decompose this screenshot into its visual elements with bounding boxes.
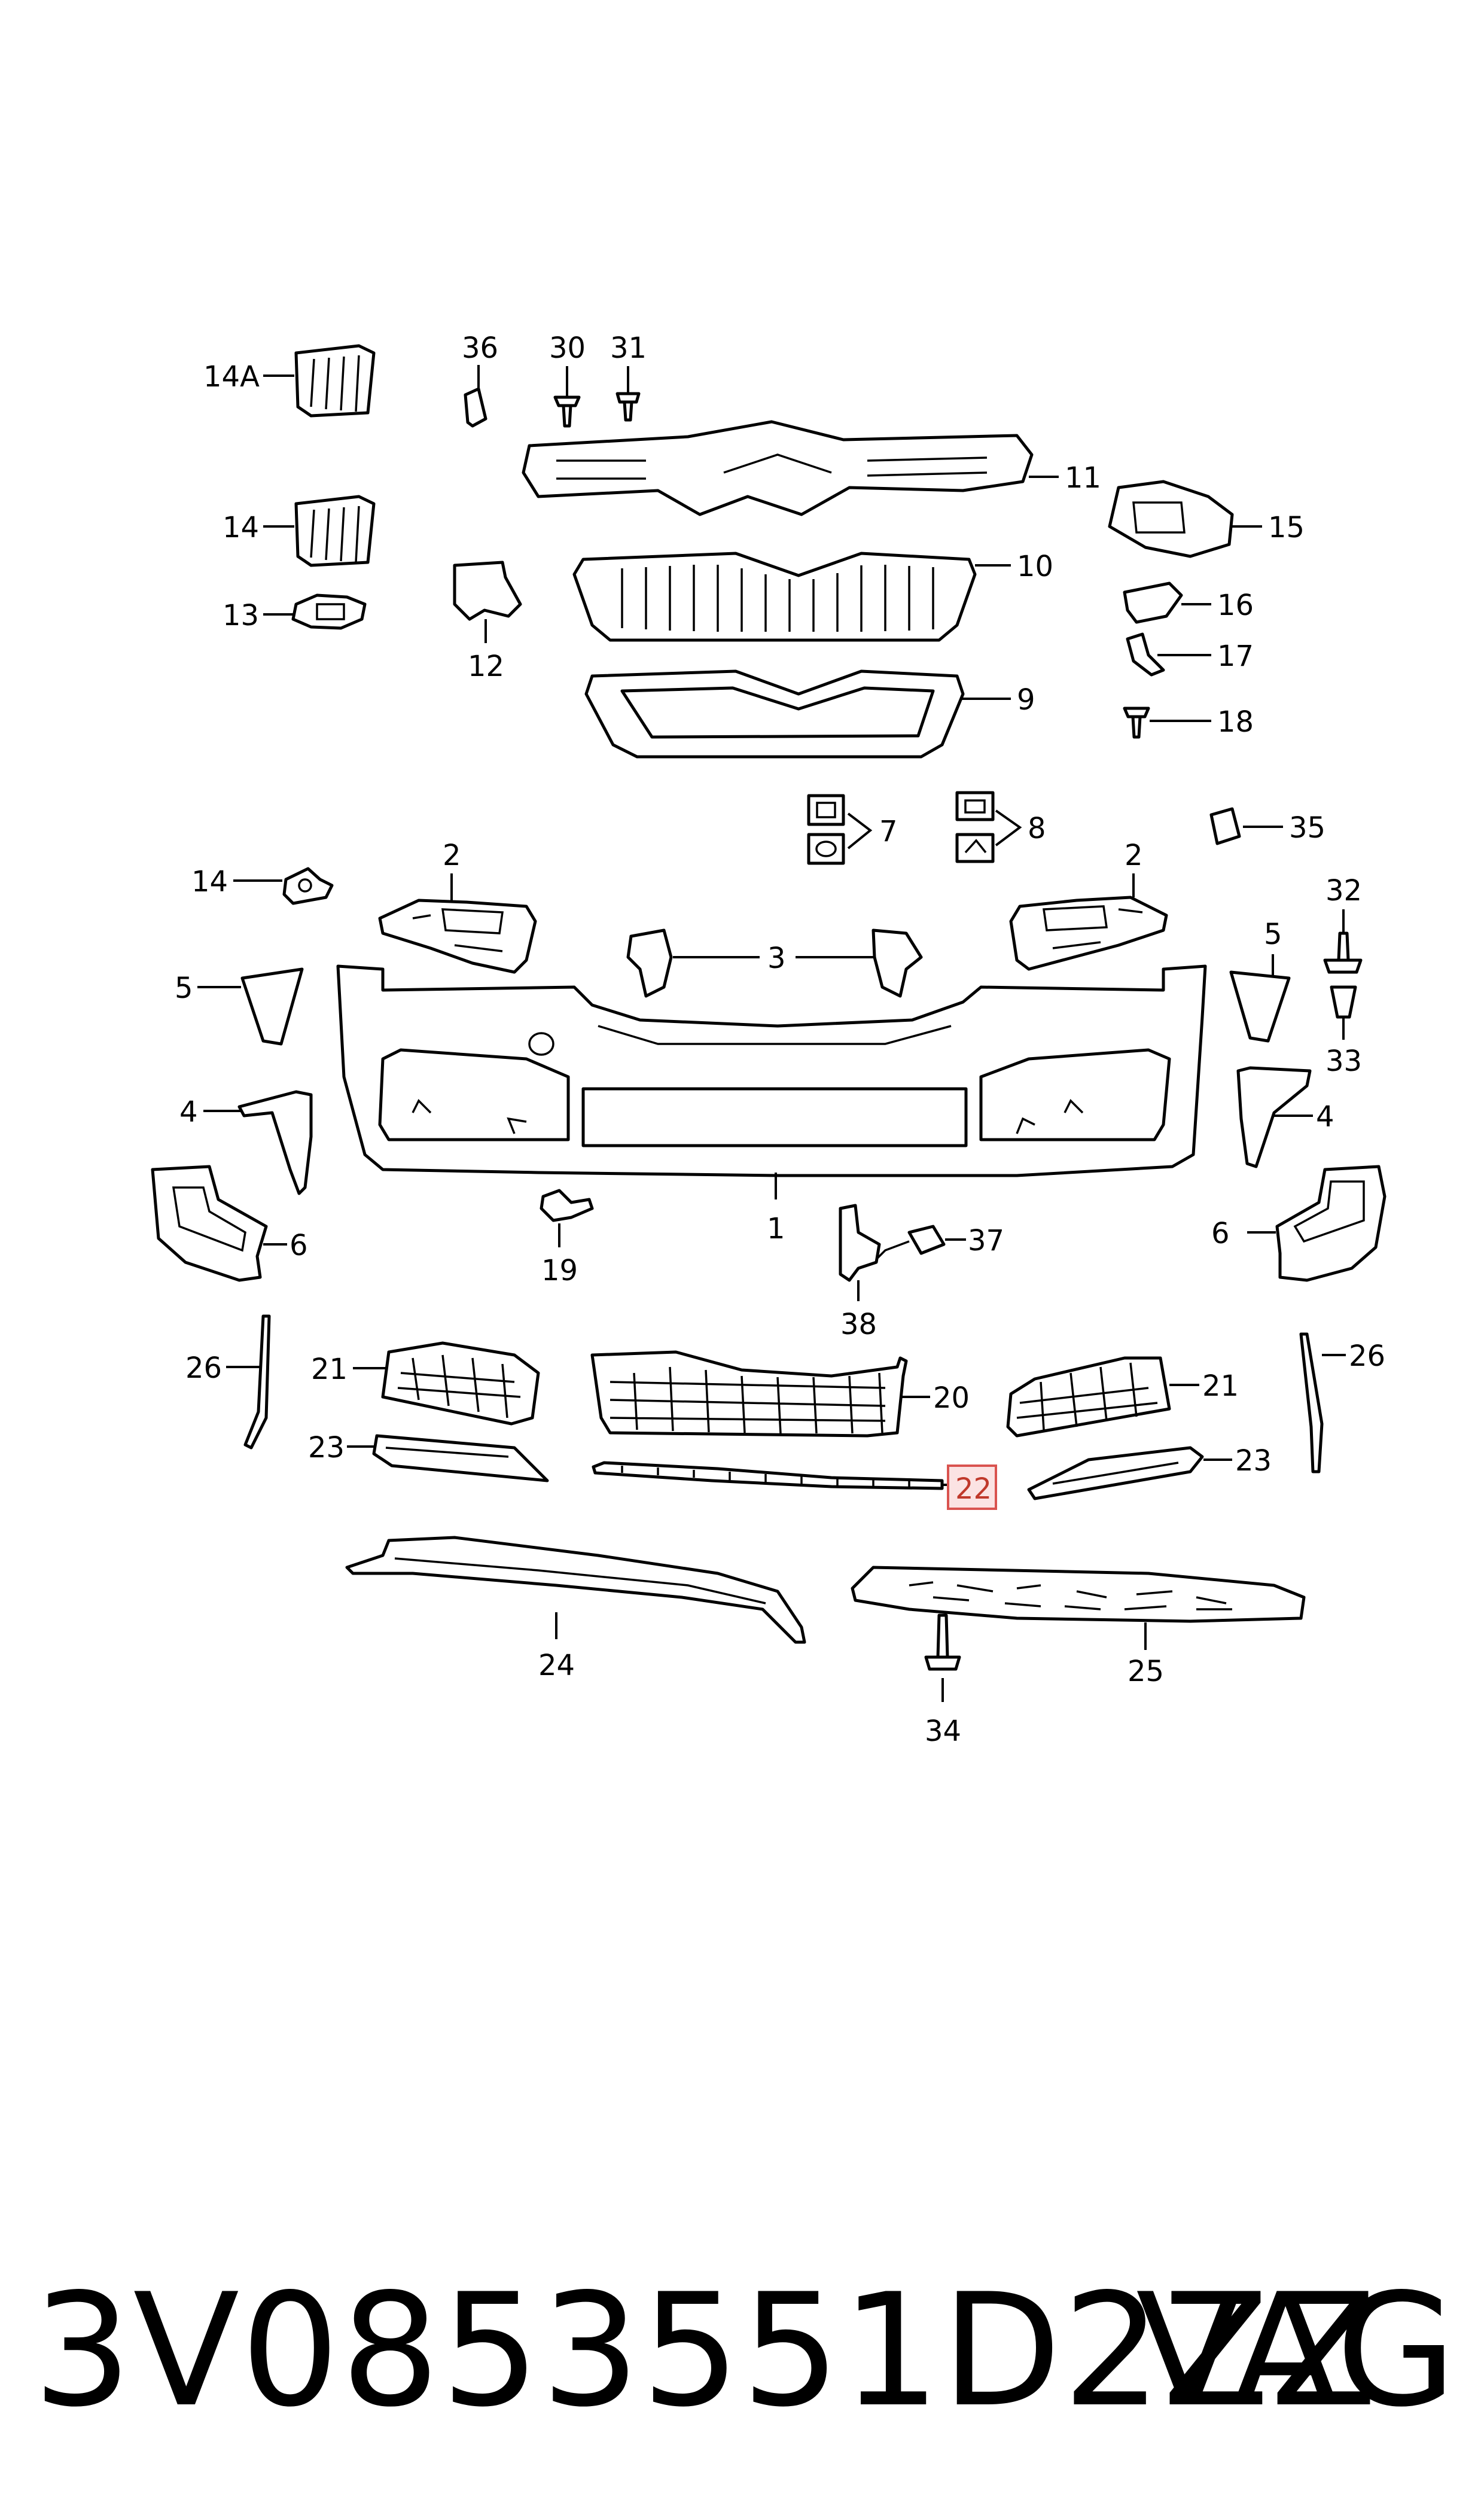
- part-10-radiator-grille: [572, 552, 977, 642]
- label-2b: 2: [1125, 839, 1143, 872]
- label-24: 24: [538, 1649, 575, 1682]
- label-38: 38: [840, 1308, 877, 1341]
- label-2a: 2: [443, 839, 461, 872]
- label-9: 9: [1017, 683, 1035, 717]
- part-4-left-bracket: [237, 1090, 313, 1195]
- part-38-bracket: [839, 1204, 881, 1282]
- part-number: 3V0853551D2ZZ: [33, 2261, 1379, 2441]
- label-17: 17: [1217, 640, 1254, 673]
- label-20: 20: [933, 1381, 970, 1415]
- label-30: 30: [549, 331, 586, 365]
- part-31-screw: [615, 392, 641, 422]
- label-13: 13: [223, 599, 259, 632]
- part-13-clip: [291, 593, 367, 630]
- label-19: 19: [541, 1254, 578, 1287]
- label-26a: 26: [185, 1351, 222, 1385]
- label-6a: 6: [290, 1229, 308, 1262]
- highlight-box-22: [947, 1464, 997, 1510]
- label-18: 18: [1217, 705, 1254, 739]
- part-16-bracket: [1123, 581, 1183, 624]
- label-26b: 26: [1349, 1339, 1385, 1373]
- part-23-left-trim: [372, 1434, 549, 1482]
- part-21-right-grille: [1006, 1356, 1171, 1438]
- label-25: 25: [1128, 1655, 1164, 1688]
- part-32-screw: [1323, 931, 1363, 974]
- part-1-bumper-cover: [336, 964, 1207, 1177]
- label-3: 3: [767, 942, 786, 975]
- part-number-footer: 3V0853551D2ZZ VAG: [33, 2255, 1456, 2447]
- label-10: 10: [1017, 550, 1053, 583]
- label-11: 11: [1065, 461, 1101, 495]
- label-15: 15: [1268, 511, 1305, 544]
- part-22-trim-strip: [592, 1461, 944, 1490]
- label-1: 1: [767, 1212, 785, 1246]
- label-4b: 4: [1316, 1100, 1334, 1134]
- part-26-right-strip: [1299, 1332, 1324, 1473]
- label-31: 31: [610, 331, 647, 365]
- label-36: 36: [462, 331, 498, 365]
- label-14: 14: [223, 511, 259, 544]
- part-2-left-bracket: [378, 899, 537, 974]
- part-26-left-strip: [243, 1314, 271, 1450]
- label-22: 22: [955, 1472, 992, 1506]
- part-3-right-bracket: [871, 928, 923, 998]
- label-23b: 23: [1235, 1444, 1272, 1478]
- part-5-right-deflector: [1229, 970, 1291, 1043]
- label-4a: 4: [179, 1095, 198, 1129]
- label-34: 34: [925, 1715, 961, 1748]
- brand-name: VAG: [1136, 2261, 1456, 2441]
- part-37-connector: [872, 1225, 946, 1263]
- label-5a: 5: [175, 972, 193, 1005]
- part-6-left-bracket: [151, 1165, 268, 1282]
- part-5-left-deflector: [240, 967, 304, 1046]
- parts-diagram: 14A 36 30 31 11 14 15 10: [151, 331, 1387, 1748]
- part-14-clip-left: [282, 867, 334, 905]
- part-19-plug: [540, 1189, 594, 1222]
- label-33: 33: [1325, 1045, 1362, 1078]
- part-17-bracket: [1126, 632, 1165, 677]
- part-35-cap: [1209, 807, 1241, 845]
- label-21a: 21: [311, 1353, 348, 1386]
- part-8-pads: [955, 791, 995, 863]
- part-14a-insert: [294, 344, 376, 418]
- label-16: 16: [1217, 589, 1254, 622]
- part-15-bracket: [1108, 480, 1234, 558]
- label-23a: 23: [308, 1431, 345, 1464]
- part-24-lower-spoiler: [345, 1536, 806, 1644]
- part-4-right-bracket: [1236, 1066, 1312, 1168]
- label-37: 37: [968, 1224, 1004, 1258]
- label-21b: 21: [1202, 1369, 1239, 1403]
- part-20-center-grille: [590, 1350, 908, 1438]
- label-5b: 5: [1264, 918, 1282, 951]
- label-7: 7: [879, 815, 898, 848]
- part-6-right-bracket: [1275, 1165, 1387, 1282]
- part-9-grille-frame: [584, 669, 965, 759]
- part-7-pads: [807, 794, 845, 865]
- part-2-right-bracket: [1009, 896, 1168, 971]
- label-14a: 14A: [203, 360, 260, 394]
- part-18-screw: [1123, 707, 1150, 739]
- label-14b: 14: [191, 865, 228, 899]
- label-12: 12: [468, 650, 504, 683]
- part-23-right-trim: [1027, 1446, 1204, 1500]
- part-25-underbody-panel: [851, 1566, 1306, 1623]
- part-33-nut: [1330, 985, 1357, 1019]
- label-32: 32: [1325, 874, 1362, 908]
- label-35: 35: [1289, 811, 1325, 845]
- part-21-left-grille: [381, 1341, 540, 1426]
- part-14-insert: [294, 495, 376, 567]
- label-8: 8: [1028, 812, 1046, 845]
- part-36-clip: [464, 387, 487, 428]
- part-34-screw: [924, 1613, 961, 1671]
- part-3-left-bracket: [626, 928, 673, 998]
- label-6b: 6: [1211, 1217, 1230, 1250]
- part-30-screw: [553, 395, 581, 428]
- part-12-bracket: [453, 561, 522, 621]
- part-11-upper-carrier: [522, 420, 1034, 516]
